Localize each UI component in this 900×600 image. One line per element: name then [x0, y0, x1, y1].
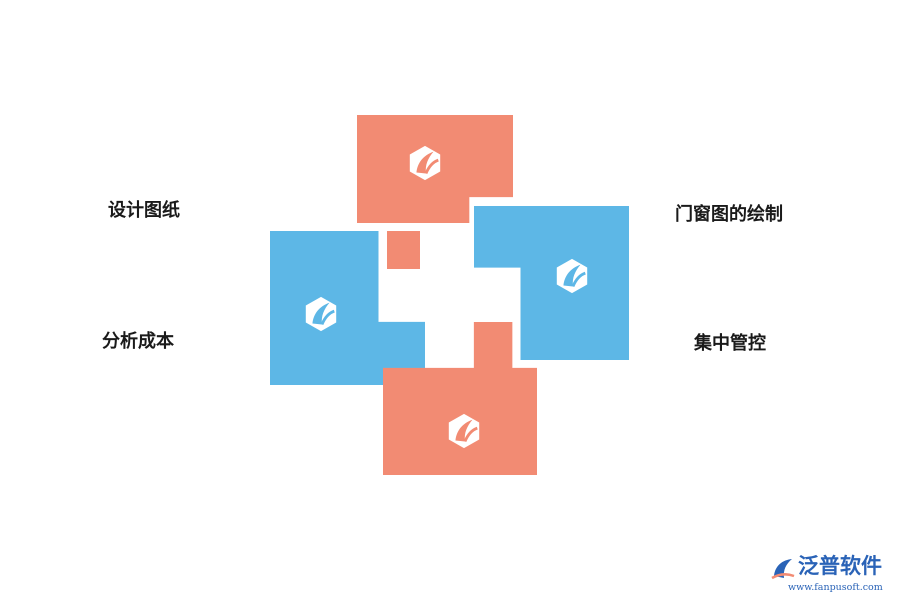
brand-name: 泛普软件 — [798, 554, 882, 578]
brand-url: www.fanpusoft.com — [788, 582, 883, 593]
brand-watermark: 泛普软件 www.fanpusoft.com — [770, 554, 892, 594]
hexagon-leaf-icon — [553, 257, 591, 295]
label-door-window-drawing: 门窗图的绘制 — [675, 204, 783, 225]
label-cost-analysis: 分析成本 — [102, 331, 174, 352]
hexagon-leaf-icon — [406, 144, 444, 182]
hexagon-leaf-icon — [445, 412, 483, 450]
fanpu-logo-icon — [770, 556, 796, 582]
label-centralized-control: 集中管控 — [694, 333, 766, 354]
label-design-drawings: 设计图纸 — [108, 200, 180, 221]
hexagon-leaf-icon — [302, 295, 340, 333]
block-top-connector — [387, 231, 420, 269]
